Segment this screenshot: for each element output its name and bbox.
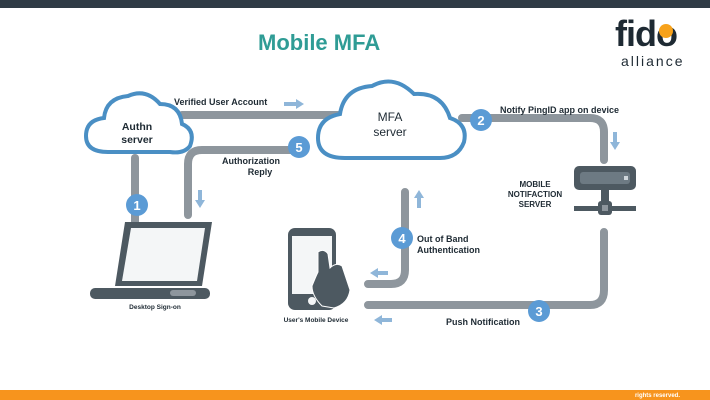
step-badge-4: 4: [391, 227, 413, 249]
out-of-band-label: Out of Band Authentication: [417, 234, 480, 256]
oob-line2: Authentication: [417, 245, 480, 255]
mfa-label-1: MFA: [378, 110, 403, 124]
logo-subtitle: alliance: [621, 53, 685, 69]
flow-notify-line: [458, 114, 608, 164]
step-badge-2: 2: [470, 109, 492, 131]
mfa-cloud-icon: [315, 79, 467, 160]
step-badge-5: 5: [288, 136, 310, 158]
notify-label: Notify PingID app on device: [500, 105, 620, 115]
oob-line1: Out of Band: [417, 234, 469, 244]
footer-rights: rights reserved.: [634, 393, 680, 399]
desktop-signon-label: Desktop Sign-on: [129, 304, 181, 311]
notif-line1: MOBILE: [519, 180, 551, 189]
flow-step3-line: [364, 228, 608, 309]
push-notification-label: Push Notification: [446, 317, 520, 327]
mfa-label-2: server: [373, 125, 406, 139]
arrow-push-icon: [374, 315, 392, 325]
top-bar: [0, 0, 710, 8]
verified-user-account-label: Verified User Account: [174, 97, 268, 107]
mobile-device-icon: [288, 228, 351, 310]
arrow-verified-icon: [284, 99, 304, 109]
logo-word: fido: [615, 16, 678, 52]
arrow-oob-icon: [414, 190, 424, 208]
page-title: Mobile MFA: [258, 30, 381, 55]
svg-text:2: 2: [477, 113, 484, 128]
mobile-device-label: User's Mobile Device: [283, 317, 349, 324]
step-badge-3: 3: [528, 300, 550, 322]
svg-text:1: 1: [133, 198, 140, 213]
notif-line3: SERVER: [518, 200, 552, 209]
authn-label-1: Authn: [122, 121, 152, 133]
flow-step5-line: [184, 146, 302, 219]
authn-label-2: server: [121, 134, 153, 146]
notif-line2: NOTIFACTION: [507, 190, 563, 199]
step-badge-1: 1: [126, 194, 148, 216]
auth-reply-line1: Authorization: [222, 156, 280, 166]
auth-reply-line2: Reply: [247, 167, 273, 177]
notification-server-icon: [574, 166, 636, 215]
authorization-reply-label: Authorization Reply: [222, 156, 280, 178]
authn-cloud-icon: [83, 91, 194, 155]
svg-text:4: 4: [398, 231, 406, 246]
arrow-reply-icon: [195, 190, 205, 208]
bottom-bar: [0, 390, 710, 400]
arrow-oob-left-icon: [370, 268, 388, 278]
svg-text:3: 3: [535, 304, 542, 319]
fido-alliance-logo: fido alliance: [615, 16, 707, 72]
laptop-icon: [90, 222, 212, 299]
arrow-notify-icon: [610, 132, 620, 150]
flow-step4-line: [364, 188, 409, 288]
notification-server-label: MOBILE NOTIFACTION SERVER: [505, 180, 565, 210]
svg-text:5: 5: [295, 140, 302, 155]
